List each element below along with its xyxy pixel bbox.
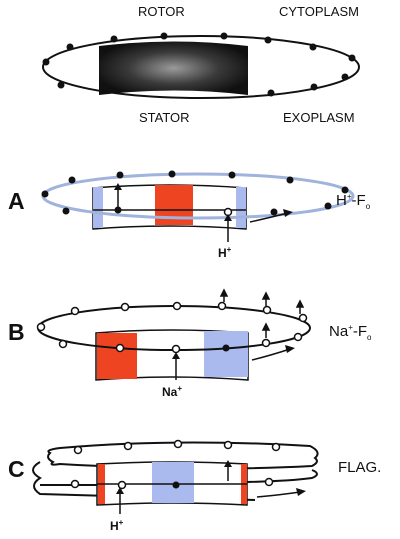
proton-exit-arrowhead-a — [114, 183, 122, 190]
ion-release-arrows-b — [219, 288, 305, 338]
complex-label-b: Na+-Fo — [329, 323, 372, 342]
flagellar-ring-lower-right — [246, 469, 318, 483]
sodium-site-a-left — [93, 187, 103, 228]
panel-b: B Na+ — [8, 288, 372, 399]
panel-c: C H+ FLAG. — [8, 439, 381, 533]
sodium-entry-arrowhead-b — [172, 352, 180, 359]
ion-label-a: H+ — [218, 245, 232, 260]
panel-a-letter: A — [8, 188, 25, 214]
sodium-channel-b — [204, 331, 248, 377]
overview-panel: ROTOR CYTOPLASM STATOR EXOPLASM — [42, 4, 360, 125]
rotation-arrow-c — [256, 491, 301, 498]
stator-block — [99, 41, 248, 95]
rotation-arrow-b — [251, 348, 291, 361]
rotation-arrowhead-b — [285, 345, 295, 353]
ion-label-b: Na+ — [162, 384, 182, 399]
sodium-site-c — [152, 462, 194, 503]
ion-label-c: H+ — [110, 518, 124, 533]
proton-entry-arrowhead-c — [116, 487, 124, 494]
complex-label-c: FLAG. — [338, 459, 381, 476]
flagellar-ring-lower-left — [32, 461, 256, 501]
panel-a: A H+ H+-Fo — [8, 170, 371, 260]
proton-entry-arrowhead-a — [224, 214, 232, 221]
rotor-subunits-c — [70, 439, 281, 490]
panel-b-letter: B — [8, 319, 25, 345]
rotor-subunits-b — [36, 301, 308, 354]
exoplasm-label: EXOPLASM — [283, 110, 355, 125]
rotor-ring — [42, 35, 360, 99]
rotation-arrowhead-c — [296, 488, 306, 496]
proton-exit-arrowhead-c — [224, 460, 232, 467]
rotor-subunits — [42, 32, 356, 97]
panel-c-letter: C — [8, 456, 25, 482]
sodium-site-a-right — [236, 187, 246, 228]
flagellar-ring-upper — [47, 441, 319, 470]
rotor-subunits-a — [41, 170, 349, 216]
stator-label: STATOR — [139, 110, 190, 125]
cytoplasm-label: CYTOPLASM — [279, 4, 359, 19]
complex-label-a: H+-Fo — [336, 192, 371, 211]
proton-channel-b — [97, 333, 137, 379]
rotation-arrowhead-a — [283, 209, 293, 217]
sodium-bound-site-b — [222, 344, 230, 352]
rotor-label: ROTOR — [138, 4, 185, 19]
bound-site-c — [172, 481, 180, 489]
